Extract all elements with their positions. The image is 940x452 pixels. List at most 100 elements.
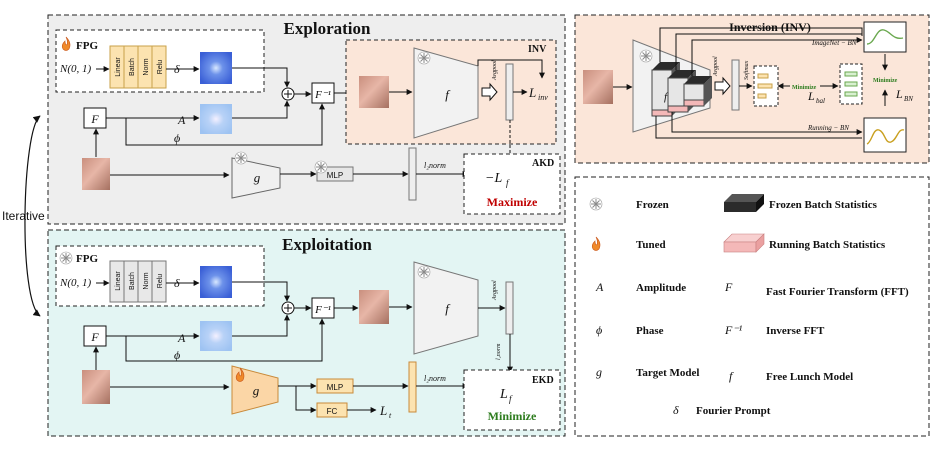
avgpool-label: Avgpool: [713, 56, 719, 77]
ekd-box: [463, 369, 561, 431]
fc-label: FC: [327, 407, 338, 416]
synthetic-image: [583, 70, 613, 104]
free-lunch-model-label: f: [445, 87, 451, 102]
layer-relu: Relu: [157, 60, 164, 75]
layer-relu: Relu: [157, 274, 164, 289]
akd-title: AKD: [532, 158, 554, 169]
iterative-label: Iterative: [2, 209, 45, 223]
bal-loss-sub: bal: [816, 97, 825, 105]
feature-vector-tuned: [408, 361, 417, 413]
amplitude-symbol: A: [177, 113, 186, 127]
ekd-loss-sub: f: [509, 394, 513, 404]
real-image: [82, 158, 110, 190]
layer-norm: Norm: [143, 272, 150, 289]
target-model: [231, 157, 281, 199]
target-model-label: g: [253, 383, 260, 398]
model-label: f: [664, 91, 669, 103]
exploration-title: Exploration: [284, 19, 371, 38]
free-lunch-model: [413, 261, 479, 355]
noise-input: N(0, 1): [59, 63, 92, 75]
bn-loss-sub: BN: [904, 95, 913, 103]
ifft-label: F⁻¹: [314, 304, 331, 316]
legend-free-lunch-model: Free Lunch Model: [766, 371, 853, 383]
l2norm-label: l₂norm: [424, 161, 446, 170]
minimize-bn-label: Minimize: [873, 78, 898, 84]
fpg-layers-exploitation: Linear Batch Norm Relu: [109, 260, 167, 303]
mlp-label: MLP: [327, 383, 343, 392]
ekd-loss: L: [499, 387, 508, 402]
mlp-label: MLP: [327, 171, 343, 180]
feature-vector: [505, 281, 514, 335]
running-bn-plot: [863, 117, 907, 153]
frozen-icon: [417, 51, 431, 65]
inversion-panel: Inversion (INV) f ImageNet − BN Running …: [574, 14, 930, 164]
fourier-prompt-image: [200, 52, 232, 84]
legend-free-lunch-symbol: f: [729, 369, 734, 383]
akd-box: [463, 153, 561, 215]
fourier-prompt-image: [200, 266, 232, 298]
amplitude-image: [200, 321, 232, 351]
iterative-loop-arrow: [24, 115, 41, 317]
frozen-icon: [639, 49, 653, 63]
l2norm-top-label: l₂norm: [496, 343, 502, 360]
legend-frozen: Frozen: [636, 199, 669, 211]
legend-amplitude: Amplitude: [636, 282, 686, 294]
real-image: [82, 370, 110, 404]
imagenet-bn-plot: [863, 21, 907, 53]
frozen-icon: [589, 197, 603, 211]
frozen-icon: [417, 265, 431, 279]
avgpool-arrow: [481, 82, 498, 102]
frozen-batch-stat-icon: [724, 194, 764, 212]
legend-tuned: Tuned: [636, 239, 666, 251]
batch-stat-layers: [651, 62, 712, 117]
task-loss-sub: t: [389, 411, 392, 420]
fpg-label: FPG: [76, 253, 98, 265]
feature-vector: [408, 147, 417, 201]
free-lunch-model-label: f: [445, 301, 451, 316]
legend-phase-symbol: ϕ: [596, 323, 602, 337]
legend-target-symbol: g: [596, 365, 602, 379]
layer-norm: Norm: [143, 58, 150, 75]
akd-loss-sub: f: [506, 178, 510, 188]
legend-frozen-batch-stats: Frozen Batch Statistics: [769, 199, 878, 211]
fft-label: F: [90, 112, 99, 126]
legend-running-batch-stats: Running Batch Statistics: [769, 239, 886, 251]
frozen-icon: [234, 151, 248, 165]
avgpool-label: Avgpool: [492, 280, 498, 301]
imagenet-bn-label: ImageNet − BN: [811, 39, 857, 47]
legend-panel: Frozen Frozen Batch Statistics Tuned Run…: [574, 176, 930, 437]
exploitation-panel: Exploitation FPG N(0, 1) Linear Batch No…: [47, 229, 566, 437]
phase-symbol: ϕ: [174, 348, 180, 362]
layer-batch: Batch: [129, 272, 136, 290]
running-bn-label: Running − BN: [807, 124, 849, 132]
softmax-label: Softmax: [743, 60, 750, 80]
free-lunch-model-inv: [413, 47, 479, 139]
ekd-title: EKD: [532, 375, 554, 386]
legend-delta-symbol: δ: [673, 403, 679, 417]
legend-phase: Phase: [636, 325, 664, 337]
akd-loss: −L: [485, 171, 502, 186]
frozen-icon: [59, 251, 73, 265]
layer-linear: Linear: [115, 271, 122, 291]
noise-input: N(0, 1): [59, 277, 92, 289]
inversion-title: Inversion (INV): [729, 20, 811, 34]
inv-loss: L: [528, 85, 536, 100]
phase-symbol: ϕ: [174, 131, 180, 145]
maximize-label: Maximize: [487, 195, 538, 209]
running-batch-stat-icon: [723, 233, 765, 253]
bal-loss: L: [807, 89, 815, 103]
legend-target-model: Target Model: [636, 367, 699, 379]
legend-fft: Fast Fourier Transform (FFT): [766, 286, 909, 298]
legend-background: [574, 176, 930, 437]
amplitude-image: [200, 104, 232, 134]
inv-loss-sub: inv: [538, 93, 548, 102]
bn-loss: L: [895, 87, 903, 101]
legend-amplitude-symbol: A: [595, 280, 604, 294]
fft-label: F: [90, 330, 99, 344]
legend-ifft-symbol: F⁻¹: [724, 323, 743, 337]
exploration-panel: Exploration FPG N(0, 1) Linear Batch Nor…: [47, 14, 566, 225]
inv-title: INV: [528, 44, 547, 55]
avgpool-label: Avgpool: [492, 60, 498, 81]
fpg-layers-exploration: Linear Batch Norm Relu: [109, 45, 167, 89]
